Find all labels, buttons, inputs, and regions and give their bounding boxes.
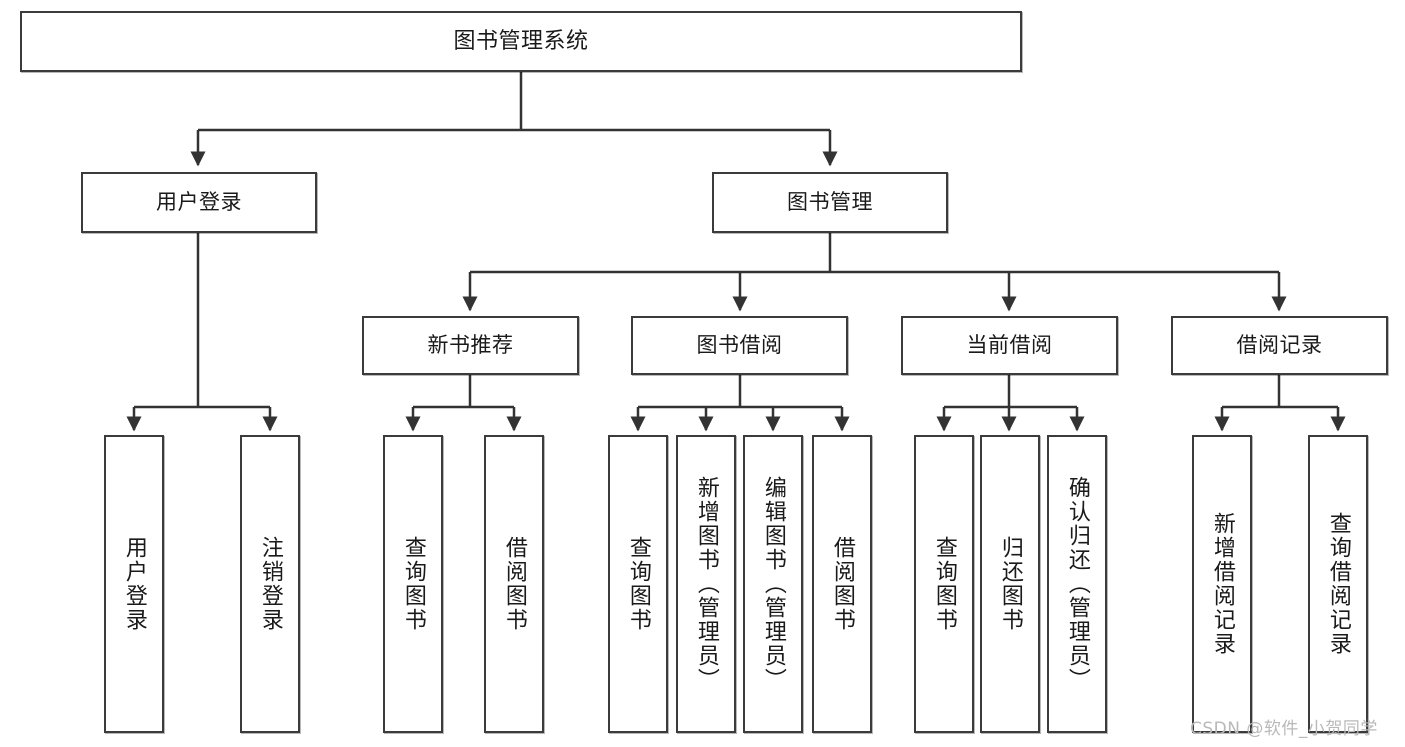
node-label: 新书推荐: [427, 333, 514, 358]
leaf-user-login[interactable]: 用户登录: [104, 435, 164, 733]
leaf-return-book[interactable]: 归还图书: [980, 435, 1040, 733]
leaf-add-book-admin[interactable]: 新增图书（管理员）: [676, 435, 736, 733]
node-label: 借阅记录: [1236, 333, 1323, 358]
node-label: 查询图书: [625, 536, 651, 632]
leaf-query-book-current[interactable]: 查询图书: [914, 435, 974, 733]
node-book-management[interactable]: 图书管理: [712, 172, 948, 233]
node-label: 图书管理系统: [453, 28, 589, 54]
node-label: 图书借阅: [696, 333, 783, 358]
leaf-query-borrow-record[interactable]: 查询借阅记录: [1308, 435, 1368, 733]
leaf-query-book-borrow[interactable]: 查询图书: [608, 435, 668, 733]
node-label: 借阅图书: [501, 536, 527, 632]
node-label: 当前借阅: [966, 333, 1053, 358]
node-current-borrow[interactable]: 当前借阅: [901, 316, 1118, 375]
node-label: 查询图书: [931, 536, 957, 632]
node-label: 图书管理: [787, 190, 873, 215]
node-label: 编辑图书（管理员）: [760, 476, 786, 692]
leaf-borrow-book-recommend[interactable]: 借阅图书: [484, 435, 544, 733]
leaf-add-borrow-record[interactable]: 新增借阅记录: [1192, 435, 1252, 733]
node-label: 新增借阅记录: [1209, 512, 1235, 656]
node-label: 借阅图书: [829, 536, 855, 632]
node-label: 注销登录: [257, 536, 283, 632]
leaf-edit-book-admin[interactable]: 编辑图书（管理员）: [743, 435, 803, 733]
node-label: 查询借阅记录: [1325, 512, 1351, 656]
leaf-query-book-recommend[interactable]: 查询图书: [383, 435, 443, 733]
leaf-logout[interactable]: 注销登录: [240, 435, 300, 733]
node-borrow-record[interactable]: 借阅记录: [1171, 316, 1388, 375]
node-label: 确认归还（管理员）: [1064, 476, 1090, 692]
node-label: 新增图书（管理员）: [693, 476, 719, 692]
node-new-book-recommend[interactable]: 新书推荐: [362, 316, 579, 375]
leaf-borrow-book[interactable]: 借阅图书: [812, 435, 872, 733]
leaf-confirm-return-admin[interactable]: 确认归还（管理员）: [1047, 435, 1107, 733]
node-label: 用户登录: [156, 190, 242, 215]
node-book-borrow[interactable]: 图书借阅: [631, 316, 848, 375]
node-label: 用户登录: [121, 536, 147, 632]
csdn-watermark: CSDN @软件_小贺同学: [1190, 719, 1378, 739]
node-user-login[interactable]: 用户登录: [81, 172, 317, 233]
node-label: 归还图书: [997, 536, 1023, 632]
node-label: 查询图书: [400, 536, 426, 632]
node-root-book-management-system[interactable]: 图书管理系统: [20, 11, 1022, 72]
